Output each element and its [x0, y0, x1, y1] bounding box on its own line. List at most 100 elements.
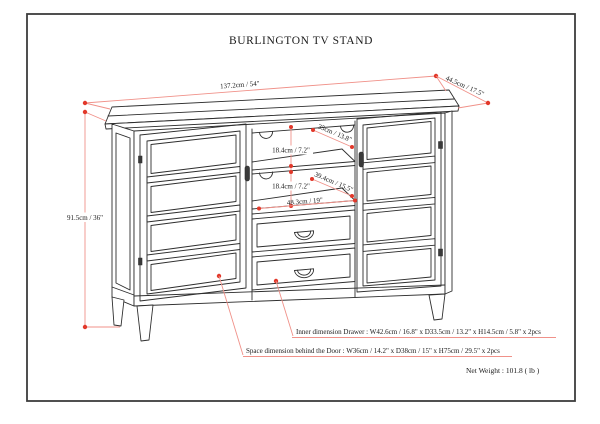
cup-pull-outer	[294, 230, 314, 241]
left-side-panel-inset	[115, 132, 131, 291]
glass-pane	[150, 214, 237, 252]
dimension-endpoint-dot	[82, 324, 88, 330]
dimension-endpoint-dot	[257, 206, 261, 211]
top-slab-edge-lip	[104, 105, 460, 130]
shelf-back-edge	[251, 148, 343, 163]
cup-pull-inner	[297, 230, 311, 238]
label-background	[62, 212, 108, 222]
dimension-endpoint-dot	[485, 100, 491, 106]
right-door-frame	[356, 111, 442, 293]
divider-thickness-edge	[251, 205, 356, 215]
drawer-bottom	[251, 247, 356, 291]
shelf-thickness-edge	[251, 165, 356, 175]
drawer-top	[251, 209, 356, 253]
door-rail	[362, 196, 436, 211]
note-door-text: Space dimension behind the Door : W36cm …	[246, 347, 500, 355]
top-slab-bevel-line	[107, 98, 455, 117]
left-door-frame	[139, 123, 247, 302]
glass-pane	[366, 248, 432, 284]
front-right-leg	[428, 293, 446, 321]
front-face	[133, 112, 446, 307]
dimension-opening-width: 48.3cm / 19"	[257, 196, 357, 211]
dimension-label-width: 137.2cm / 54"	[220, 79, 260, 90]
cable-notch	[259, 130, 273, 139]
door-hinge	[438, 141, 443, 149]
door-rail	[362, 155, 436, 170]
dimension-endpoint-dot	[353, 198, 357, 203]
dimension-overall-width: 137.2cm / 54"	[82, 73, 447, 110]
dimension-endpoint-dot	[289, 170, 293, 174]
shelf-side-edge	[341, 148, 356, 162]
drawer-front	[256, 253, 351, 286]
door-rail	[362, 238, 436, 252]
drawer-frame	[251, 247, 356, 291]
divider-back-edge	[251, 187, 343, 202]
dimension-extension-line	[84, 102, 111, 110]
back-left-leg	[111, 296, 125, 327]
dimension-endpoint-dot	[350, 145, 354, 149]
cable-notch	[340, 124, 354, 133]
door-rail	[146, 166, 241, 184]
left-side-panel	[111, 123, 135, 307]
glass-pane	[366, 165, 432, 202]
door-handle	[358, 151, 364, 168]
note-door-dimension: Space dimension behind the Door : W36cm …	[216, 273, 512, 357]
dimension-line	[258, 200, 356, 209]
dimension-endpoint-dot	[289, 164, 293, 168]
tv-stand-drawing	[104, 89, 460, 342]
cable-notch	[259, 171, 273, 180]
dimension-endpoint-dot	[311, 128, 315, 132]
door-handle	[244, 165, 250, 182]
dimension-endpoint-dot	[289, 125, 293, 129]
glass-pane	[366, 121, 432, 160]
left-side-bottom-rail	[111, 286, 135, 296]
door-rail	[146, 204, 241, 223]
page-title: BURLINGTON TV STAND	[229, 35, 373, 47]
dimension-overall-height: 91.5cm / 36"	[62, 109, 120, 330]
dimension-extension-line	[435, 75, 447, 92]
drawer-frame	[251, 209, 356, 253]
leader-line	[218, 275, 244, 356]
bottom-rail-line	[133, 284, 446, 297]
shelf-front-edge	[251, 161, 356, 171]
dimension-extension-line	[457, 102, 489, 109]
drawer-front	[256, 215, 351, 248]
dimension-endpoint-dot	[82, 100, 88, 106]
dimension-extension-line	[84, 111, 107, 122]
note-drawer-text: Inner dimension Drawer : W42.6cm / 16.8"…	[296, 328, 541, 336]
dimension-endpoint-dot	[82, 109, 88, 115]
dimension-endpoint-dot	[310, 177, 314, 181]
left-door	[138, 123, 250, 302]
dimension-endpoint-dot	[350, 194, 354, 198]
dimension-line	[311, 178, 353, 197]
net-weight-text: Net Weight : 101.8 ( lb )	[466, 366, 540, 375]
left-door-inner-frame	[146, 130, 241, 295]
door-hinge	[138, 257, 143, 266]
door-rail	[146, 243, 241, 262]
note-drawer-dimension: Inner dimension Drawer : W42.6cm / 16.8"…	[273, 278, 556, 338]
dimension-label-height: 91.5cm / 36"	[67, 214, 103, 222]
right-door	[356, 111, 443, 293]
dimension-label-shelf-height-bottom: 18.4cm / 7.2"	[272, 183, 310, 191]
dimension-label-opening-width: 48.3cm / 19"	[287, 196, 324, 207]
leader-line	[275, 280, 294, 337]
right-door-inner-frame	[362, 117, 436, 287]
glass-pane	[150, 134, 237, 174]
door-hinge	[138, 155, 143, 164]
glass-pane	[150, 252, 237, 291]
door-hinge	[438, 248, 443, 257]
dimension-line	[84, 75, 437, 104]
front-left-leg	[136, 304, 154, 342]
dimension-line	[312, 129, 353, 148]
right-side-edge	[444, 110, 453, 295]
label-background	[269, 181, 313, 191]
cup-pull-outer	[294, 268, 314, 279]
label-background	[269, 145, 313, 155]
glass-pane	[150, 175, 237, 213]
dimension-label-shelf-height-top: 18.4cm / 7.2"	[272, 147, 310, 155]
cup-pull-inner	[297, 268, 311, 276]
opening-top-edge	[251, 124, 356, 134]
dimension-line	[435, 75, 489, 104]
